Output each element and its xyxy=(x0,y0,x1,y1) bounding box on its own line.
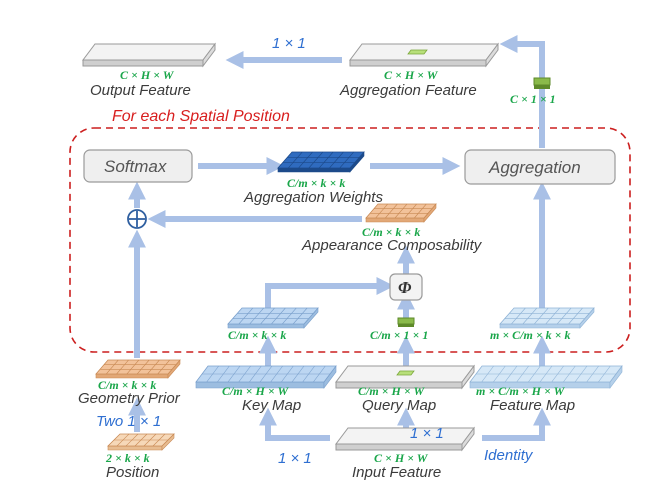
phi-box[interactable] xyxy=(389,273,423,301)
position-label: Position xyxy=(106,464,159,481)
aggregation-label: Aggregation xyxy=(488,158,581,177)
input-feature-label: Input Feature xyxy=(352,464,441,481)
aggregated-vector xyxy=(533,77,551,89)
arrow-input-to-feature xyxy=(482,407,551,441)
edge-label-left-conv: 1 × 1 xyxy=(278,450,312,467)
aggregation-feature-dim: C × H × W xyxy=(384,68,439,82)
position-grid xyxy=(107,433,175,451)
aggregation-weights-dim: C/m × k × k xyxy=(287,176,345,190)
position-dim: 2 × k × k xyxy=(105,451,150,465)
geometry-prior-label: Geometry Prior xyxy=(78,390,181,407)
key-map-dim: C/m × H × W xyxy=(222,384,289,398)
key-patch-dim: C/m × k × k xyxy=(228,328,286,342)
appearance-composability-grid xyxy=(365,203,437,223)
aggregation-feature-label: Aggregation Feature xyxy=(339,82,477,99)
softmax-box[interactable] xyxy=(83,149,193,183)
key-patch-grid xyxy=(227,307,319,329)
appearance-composability-label: Appearance Composability xyxy=(301,237,483,254)
aggregation-feature-slab xyxy=(349,42,499,68)
aggregation-weights-grid xyxy=(277,151,365,173)
input-feature-dim: C × H × W xyxy=(374,451,429,465)
arrow-input-to-key xyxy=(259,407,330,441)
appearance-composability-dim: C/m × k × k xyxy=(362,225,420,239)
query-map-label: Query Map xyxy=(362,397,436,414)
feature-patch-grid xyxy=(499,307,595,329)
arrow-aggregation-up xyxy=(499,35,545,148)
query-map-dim: C/m × H × W xyxy=(358,384,425,398)
output-feature-slab xyxy=(82,42,216,68)
output-feature-label: Output Feature xyxy=(90,82,191,99)
region-label: For each Spatial Position xyxy=(112,108,290,125)
phi-label: Φ xyxy=(398,278,412,297)
edge-label-two-conv: Two 1 × 1 xyxy=(96,413,161,430)
feature-map-slab xyxy=(469,365,623,389)
query-patch xyxy=(397,317,415,327)
key-map-label: Key Map xyxy=(242,397,301,414)
feature-patch-dim: m × C/m × k × k xyxy=(490,328,571,342)
spatial-region-border xyxy=(69,127,631,353)
query-map-slab xyxy=(335,364,475,390)
key-map-slab xyxy=(195,365,337,389)
edge-label-identity: Identity xyxy=(484,447,534,464)
plus-operator-icon xyxy=(127,209,147,229)
feature-map-dim: m × C/m × H × W xyxy=(476,384,566,398)
output-feature-dim: C × H × W xyxy=(120,68,175,82)
aggregation-weights-label: Aggregation Weights xyxy=(243,189,383,206)
query-patch-dim: C/m × 1 × 1 xyxy=(370,328,428,342)
geometry-prior-grid xyxy=(95,359,181,379)
feature-map-label: Feature Map xyxy=(490,397,575,414)
arrow-key-to-phi xyxy=(265,277,395,308)
edge-label-top-conv: 1 × 1 xyxy=(272,35,306,52)
geometry-prior-dim: C/m × k × k xyxy=(98,378,156,392)
aggregated-vector-dim: C × 1 × 1 xyxy=(510,92,556,106)
aggregation-box[interactable] xyxy=(464,149,616,185)
edge-label-mid-conv: 1 × 1 xyxy=(410,425,444,442)
input-feature-slab xyxy=(335,426,475,452)
softmax-label: Softmax xyxy=(104,157,167,176)
